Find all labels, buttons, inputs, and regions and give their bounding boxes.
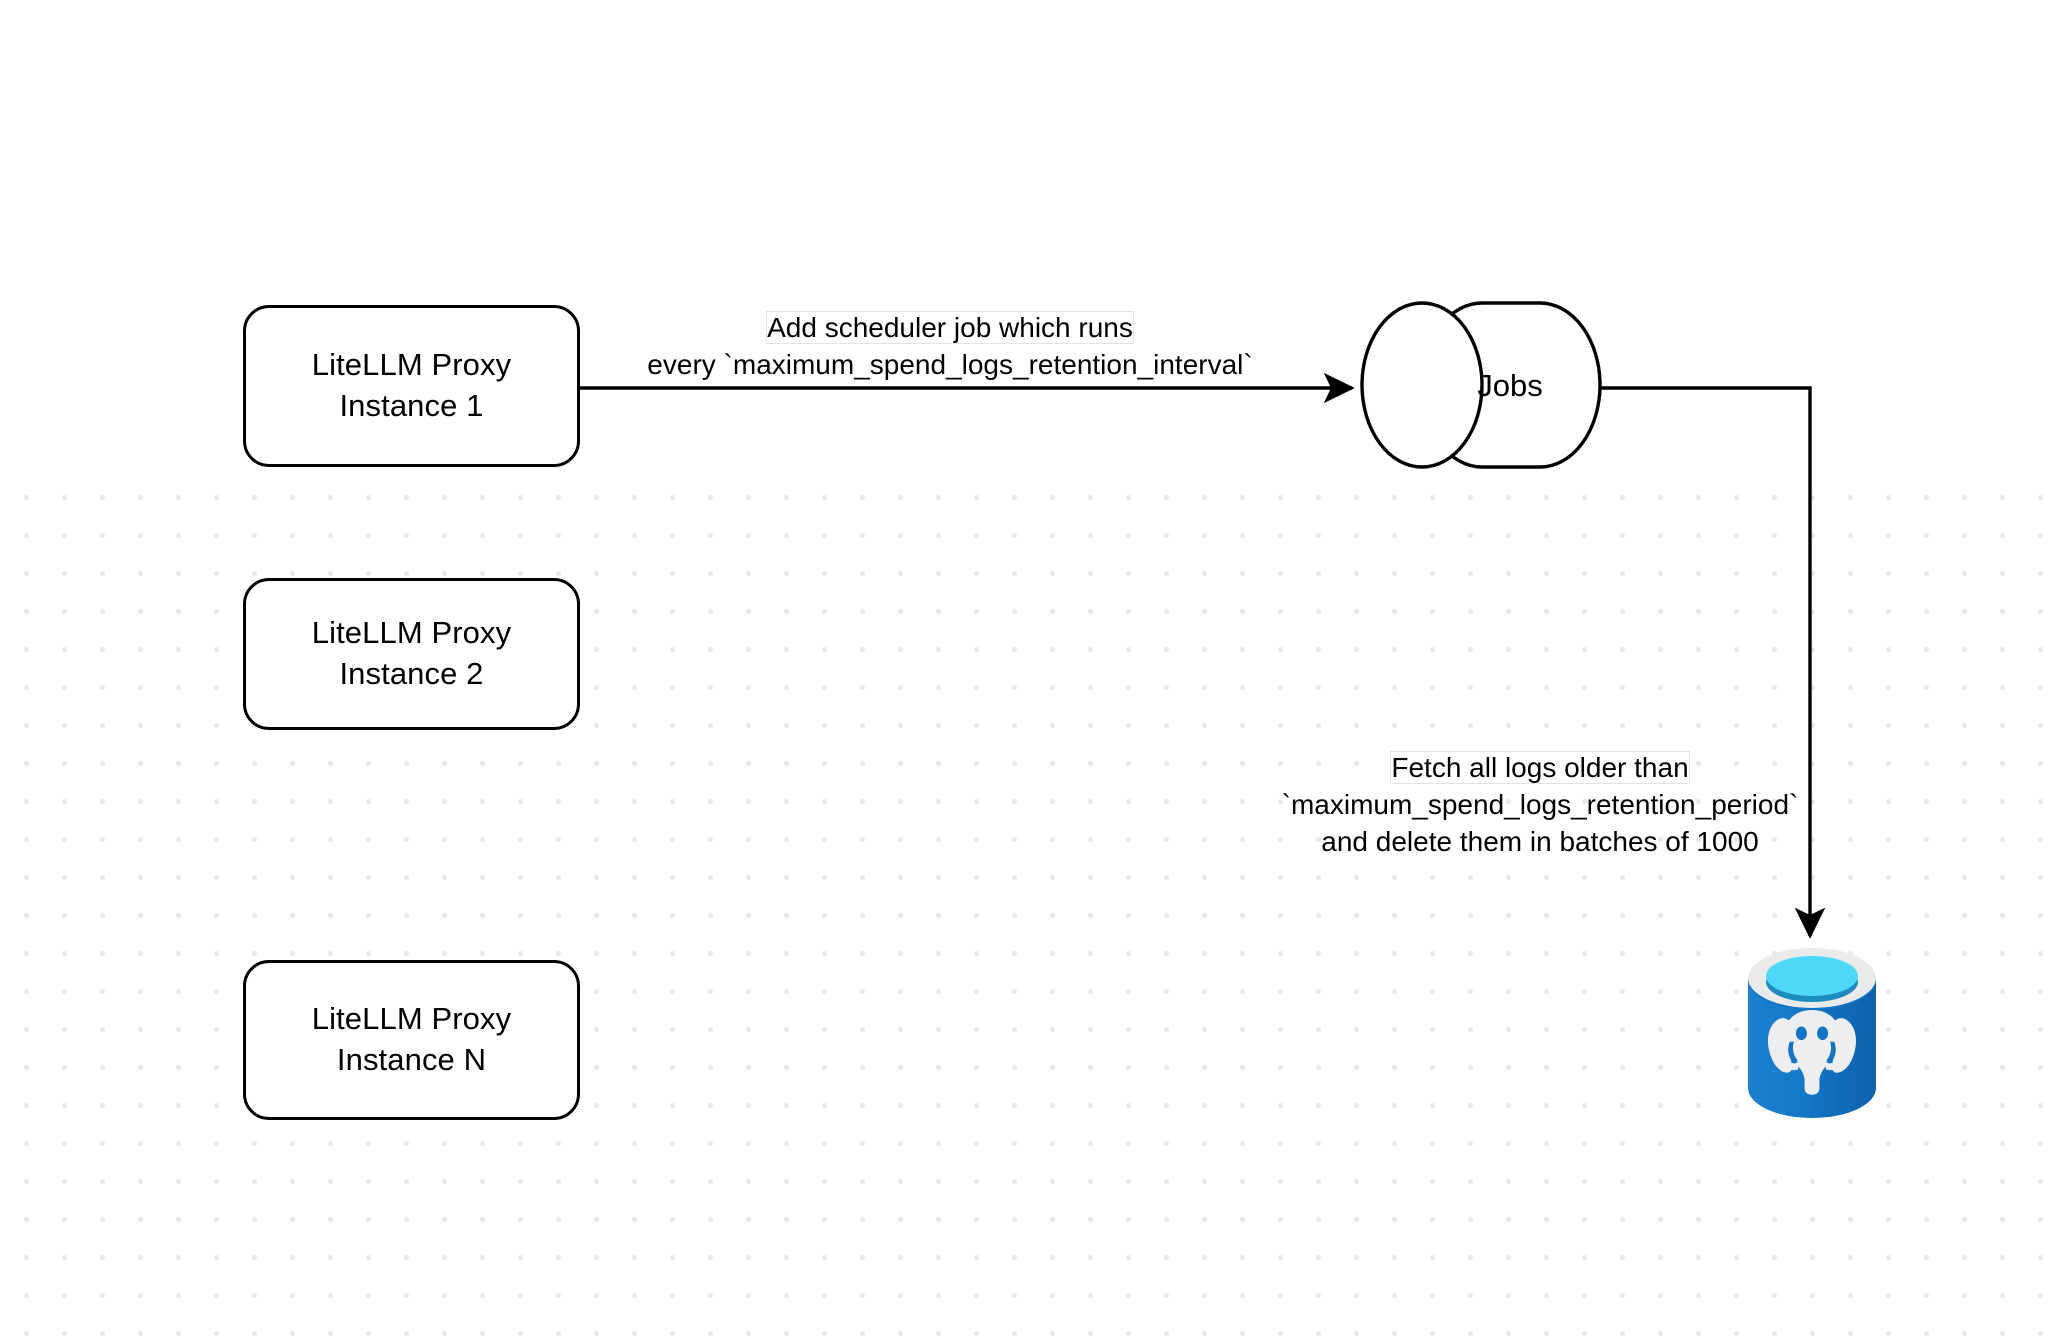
node-label-line1: LiteLLM Proxy [311, 1001, 512, 1037]
node-litellm-proxy-instance-n[interactable]: LiteLLM Proxy Instance N [243, 960, 580, 1120]
node-jobs-queue-label: Jobs [1477, 368, 1543, 403]
edge-label-fetch-line1: Fetch all logs older than [1391, 752, 1689, 783]
node-litellm-proxy-instance-2[interactable]: LiteLLM Proxy Instance 2 [243, 578, 580, 730]
node-litellm-proxy-instance-1[interactable]: LiteLLM Proxy Instance 1 [243, 305, 580, 467]
edge-label-scheduler-line1: Add scheduler job which runs [767, 312, 1133, 343]
node-label-line2: Instance 2 [339, 656, 484, 691]
node-label-line1: LiteLLM Proxy [311, 615, 512, 651]
postgresql-database-icon [1748, 948, 1876, 1118]
edge-label-fetch-line3: and delete them in batches of 1000 [1321, 825, 1759, 857]
node-label-line1: LiteLLM Proxy [311, 347, 512, 383]
edge-label-scheduler-line2: every `maximum_spend_logs_retention_inte… [647, 348, 1253, 380]
edge-jobs-to-database [1600, 386, 1826, 939]
edge-label-scheduler: Add scheduler job which runs every `maxi… [600, 310, 1300, 384]
node-label-line2: Instance N [336, 1042, 487, 1077]
node-label-line2: Instance 1 [339, 388, 484, 423]
edge-label-fetch-line2: `maximum_spend_logs_retention_period` [1281, 788, 1799, 820]
jobs-cylinder-shape [1360, 301, 1602, 469]
edge-label-fetch: Fetch all logs older than `maximum_spend… [1240, 750, 1840, 861]
